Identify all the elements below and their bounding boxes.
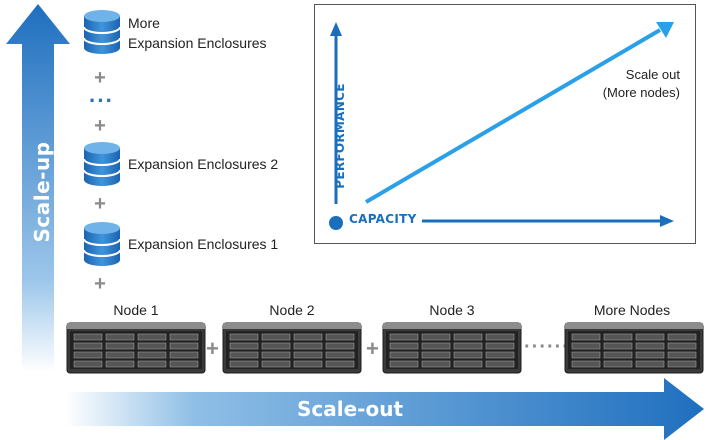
server-rack-icon [382,322,522,374]
y-axis-arrowhead [330,22,342,36]
enclosure-2-label: Expansion Enclosures 2 [128,156,279,172]
enclosure-1-label: Expansion Enclosures 1 [128,236,279,252]
server-rack-icon [66,322,206,374]
node-1-label: Node 1 [113,302,159,318]
arrow-right-icon [66,378,704,440]
scale-out-trend-line [364,28,662,204]
horizontal-ellipsis: ······ [524,336,570,358]
chart-axes [329,22,674,230]
enclosure-more-label: More Expansion Enclosures [128,15,267,51]
more-nodes-label: More Nodes [593,302,671,318]
plus-icon: + [94,67,106,89]
plus-icon: + [94,193,106,215]
y-axis-label: PERFORMANCE [333,83,347,189]
scale-out-note: Scale out (More nodes) [602,67,680,100]
arrow-up-icon [6,4,70,372]
database-icon [82,220,122,268]
x-axis-label: CAPACITY [349,212,417,226]
database-icon [82,140,122,188]
scale-up-label: Scale-up [30,141,54,243]
database-icon [82,8,122,56]
origin-dot [329,216,343,230]
plus-icon: + [94,273,106,295]
node-2-label: Node 2 [269,302,315,318]
vertical-ellipsis: ··· [89,88,114,113]
plus-icon: + [366,336,379,361]
trend-arrowhead [656,22,674,38]
server-rack-icon [564,322,704,374]
x-axis-arrowhead [660,215,674,227]
scale-out-label: Scale-out [296,397,403,421]
plus-icon: + [94,115,106,137]
server-rack-icon [222,322,362,374]
plus-icon: + [206,336,219,361]
node-3-label: Node 3 [429,302,475,318]
